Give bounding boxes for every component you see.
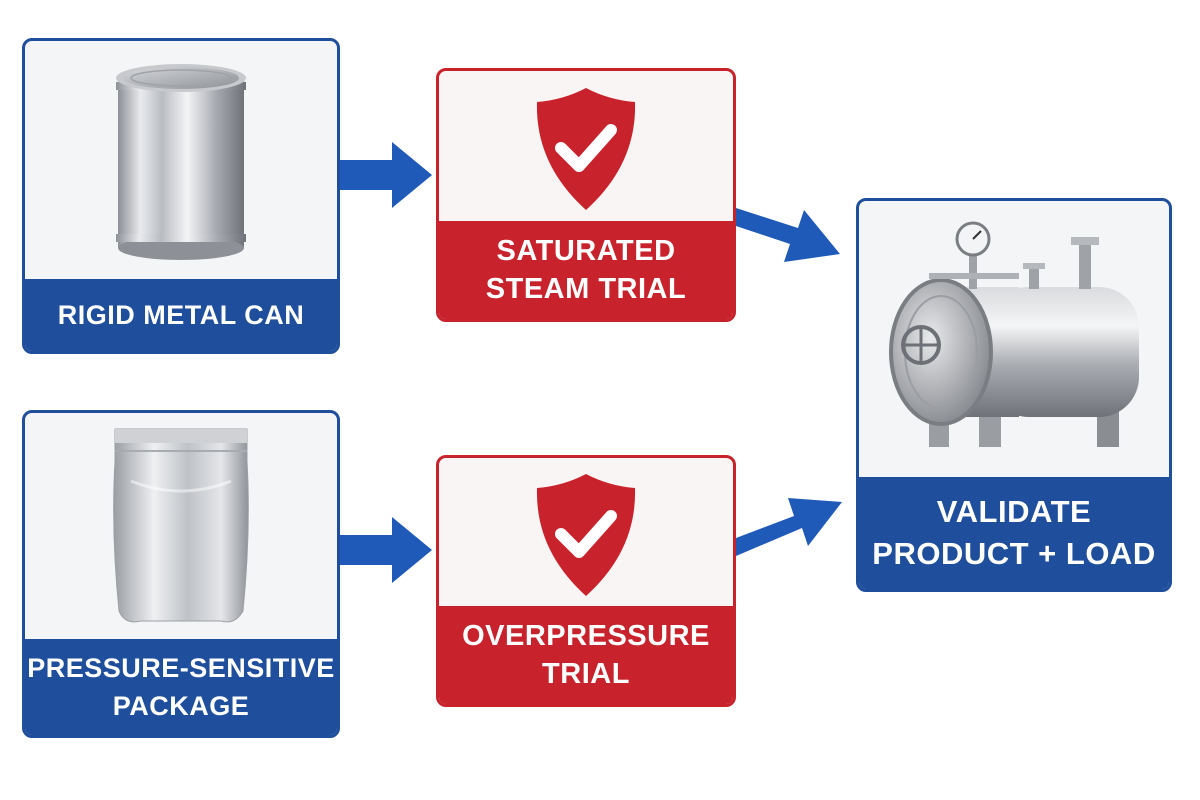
- rigid-metal-can-card: RIGID METAL CAN: [22, 38, 340, 354]
- arrow-overpressure-to-validate: [736, 498, 842, 556]
- overpressure-trial-label: OVERPRESSURE TRIAL: [439, 606, 733, 704]
- arrow-steam-to-validate: [736, 208, 840, 262]
- validate-product-load-label: VALIDATE PRODUCT + LOAD: [859, 477, 1169, 589]
- shield-check-icon: [439, 458, 733, 612]
- overpressure-trial-card: OVERPRESSURE TRIAL: [436, 455, 736, 707]
- pressure-sensitive-package-card: PRESSURE-SENSITIVE PACKAGE: [22, 410, 340, 738]
- retort-vessel-icon: [859, 201, 1169, 483]
- saturated-steam-trial-card: SATURATED STEAM TRIAL: [436, 68, 736, 322]
- arrow-can-to-steam: [340, 142, 432, 208]
- shield-check-icon: [439, 71, 733, 227]
- validate-product-load-card: VALIDATE PRODUCT + LOAD: [856, 198, 1172, 592]
- arrow-pouch-to-overpressure: [340, 517, 432, 583]
- pressure-sensitive-package-label: PRESSURE-SENSITIVE PACKAGE: [25, 639, 337, 735]
- rigid-metal-can-label: RIGID METAL CAN: [25, 279, 337, 351]
- foil-pouch-icon: [25, 413, 337, 639]
- saturated-steam-trial-label: SATURATED STEAM TRIAL: [439, 221, 733, 319]
- metal-can-icon: [25, 41, 337, 285]
